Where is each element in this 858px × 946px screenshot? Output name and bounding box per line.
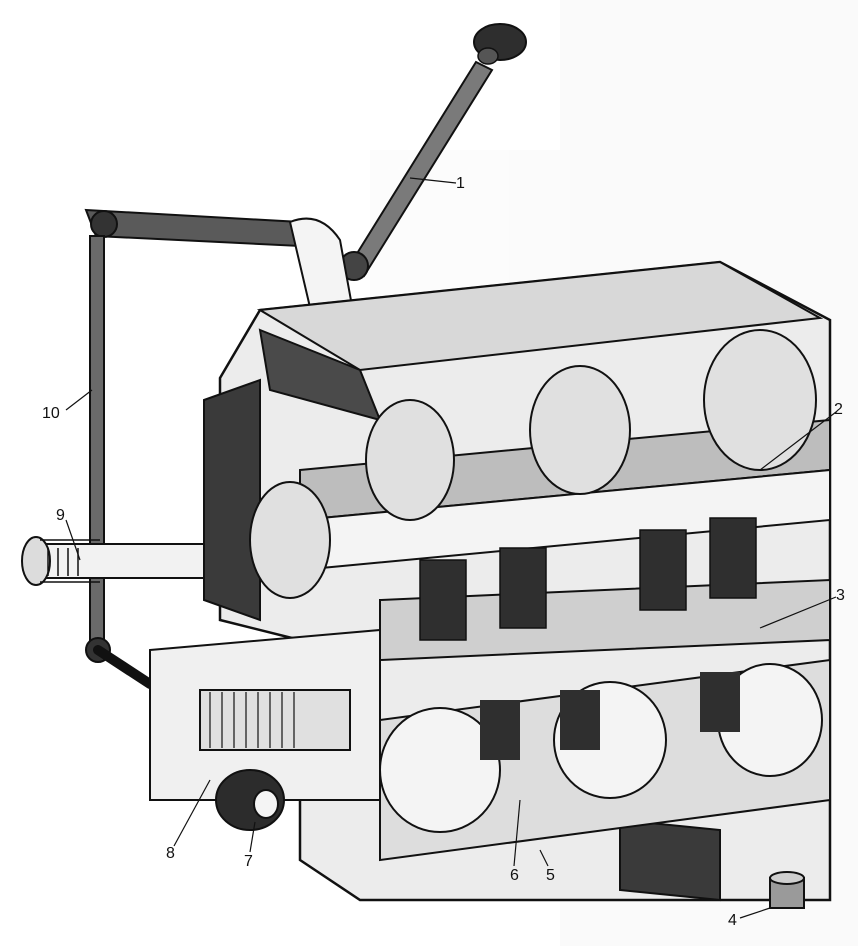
callout-5: 5 [546, 867, 555, 884]
callout-6: 6 [510, 867, 519, 884]
callout-8: 8 [166, 845, 175, 862]
upper-shaft-assembly [249, 329, 831, 599]
lower-clutch-drums [379, 658, 831, 862]
gear-shift-lever [339, 23, 527, 281]
vertical-control-rod [85, 235, 155, 689]
callout-1: 1 [456, 175, 465, 192]
callout-4: 4 [728, 912, 737, 929]
leader-lines [65, 177, 837, 919]
control-valve-block [149, 628, 381, 801]
callout-3: 3 [836, 587, 845, 604]
callout-2: 2 [834, 401, 843, 418]
input-shaft [21, 536, 205, 586]
callout-10: 10 [42, 405, 60, 422]
mounting-bolt [769, 871, 805, 909]
actuator-housing [215, 769, 285, 831]
callout-labels: 1 2 3 4 5 6 7 8 9 10 [42, 175, 845, 929]
callout-9: 9 [56, 507, 65, 524]
callout-7: 7 [244, 853, 253, 870]
